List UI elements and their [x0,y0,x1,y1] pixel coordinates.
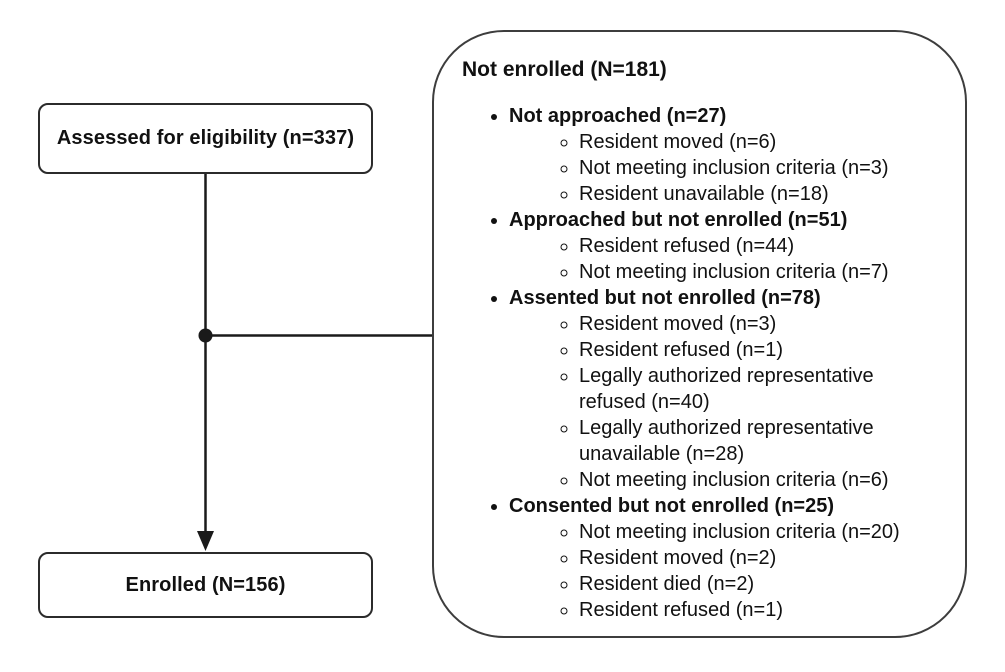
reason-item: Resident moved (n=2) [579,545,944,571]
reason-item: Not meeting inclusion criteria (n=3) [579,155,944,181]
reason-item: Resident unavailable (n=18) [579,181,944,207]
reason-item: Legally authorized representative refuse… [579,363,944,415]
reason-group-label: Consented but not enrolled (n=25) [509,495,835,517]
reason-item: Resident refused (n=1) [579,337,944,363]
reason-group-label: Approached but not enrolled (n=51) [509,209,848,231]
reason-subitems: Resident moved (n=3)Resident refused (n=… [509,311,951,493]
assessed-for-eligibility-label: Assessed for eligibility (n=337) [56,127,355,149]
reason-group: Approached but not enrolled (n=51)Reside… [509,207,951,285]
reason-item: Resident refused (n=44) [579,233,944,259]
reason-group: Consented but not enrolled (n=25)Not mee… [509,493,951,623]
reason-item: Resident refused (n=1) [579,597,944,623]
reason-subitems: Resident refused (n=44)Not meeting inclu… [509,233,951,285]
reason-item: Legally authorized representative unavai… [579,415,944,467]
reason-subitems: Resident moved (n=6)Not meeting inclusio… [509,129,951,207]
reason-subitems: Not meeting inclusion criteria (n=20)Res… [509,519,951,623]
reason-item: Resident moved (n=6) [579,129,944,155]
reason-item: Resident moved (n=3) [579,311,944,337]
not-enrolled-title: Not enrolled (N=181) [462,58,667,81]
reason-group-label: Not approached (n=27) [509,105,727,127]
enrolled-label: Enrolled (N=156) [125,573,286,596]
reason-item: Not meeting inclusion criteria (n=20) [579,519,944,545]
reason-item: Not meeting inclusion criteria (n=6) [579,467,944,493]
reason-item: Resident died (n=2) [579,571,944,597]
reason-group: Not approached (n=27)Resident moved (n=6… [509,103,951,207]
junction-dot [198,328,213,343]
reason-group-label: Assented but not enrolled (n=78) [509,287,821,309]
arrowhead-down-icon [197,531,214,551]
not-enrolled-box: Not enrolled (N=181) Not approached (n=2… [432,30,967,638]
not-enrolled-groups: Not approached (n=27)Resident moved (n=6… [462,103,951,623]
reason-item: Not meeting inclusion criteria (n=7) [579,259,944,285]
assessed-for-eligibility-box: Assessed for eligibility (n=337) [38,103,373,174]
reason-group: Assented but not enrolled (n=78)Resident… [509,285,951,493]
enrolled-box: Enrolled (N=156) [38,552,373,618]
